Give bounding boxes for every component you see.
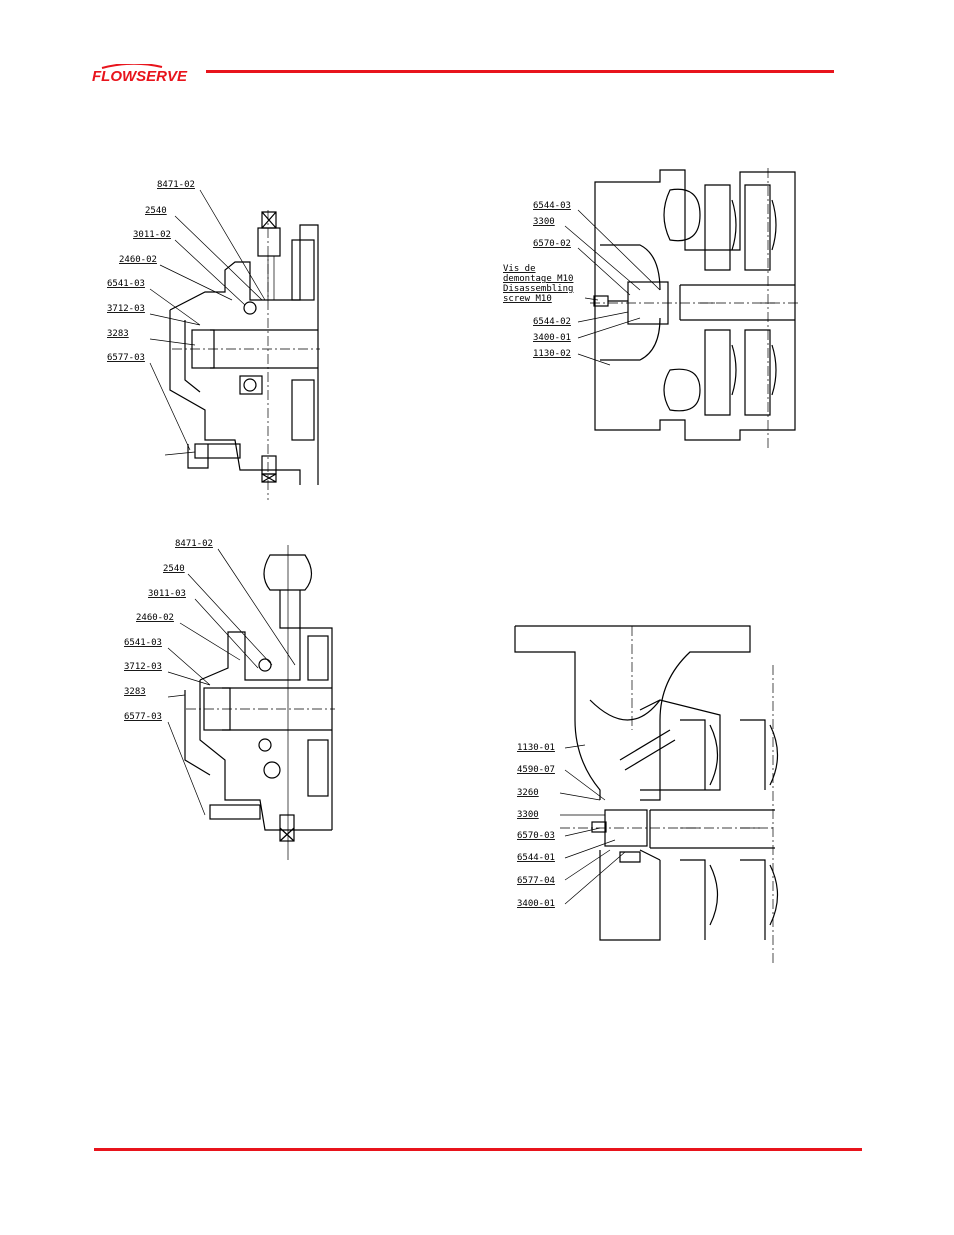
label-a-8: 6577-03	[107, 353, 145, 363]
label-d-7: 6577-04	[517, 876, 555, 886]
label-a-4: 2460-02	[119, 255, 157, 265]
label-d-4: 3300	[517, 810, 539, 820]
label-a-7: 3283	[107, 329, 129, 339]
label-c-4: 6544-02	[533, 317, 571, 327]
label-a-2: 2540	[145, 206, 167, 216]
label-c-2: 3300	[533, 217, 555, 227]
label-b-6: 3712-03	[124, 662, 162, 672]
label-c-6: 1130-02	[533, 349, 571, 359]
note-c-1: Vis de	[503, 264, 536, 274]
logo-text: FLOWSERVE	[92, 68, 188, 84]
label-c-3: 6570-02	[533, 239, 571, 249]
label-b-2: 2540	[163, 564, 185, 574]
label-d-1: 1130-01	[517, 743, 555, 753]
label-d-8: 3400-01	[517, 899, 555, 909]
label-b-5: 6541-03	[124, 638, 162, 648]
label-d-6: 6544-01	[517, 853, 555, 863]
flowserve-logo: FLOWSERVE	[92, 64, 188, 84]
label-b-7: 3283	[124, 687, 146, 697]
label-b-1: 8471-02	[175, 539, 213, 549]
label-a-1: 8471-02	[157, 180, 195, 190]
note-c-4: screw M10	[503, 294, 552, 304]
label-b-8: 6577-03	[124, 712, 162, 722]
label-d-5: 6570-03	[517, 831, 555, 841]
footer-rule	[94, 1148, 862, 1151]
note-c-2: demontage M10	[503, 274, 573, 284]
label-d-2: 4590-07	[517, 765, 555, 775]
label-c-1: 6544-03	[533, 201, 571, 211]
note-c-3: Disassembling	[503, 284, 573, 294]
label-b-4: 2460-02	[136, 613, 174, 623]
label-a-5: 6541-03	[107, 279, 145, 289]
header-rule	[206, 70, 834, 73]
label-b-3: 3011-03	[148, 589, 186, 599]
label-a-6: 3712-03	[107, 304, 145, 314]
label-a-3: 3011-02	[133, 230, 171, 240]
label-c-5: 3400-01	[533, 333, 571, 343]
label-d-3: 3260	[517, 788, 539, 798]
